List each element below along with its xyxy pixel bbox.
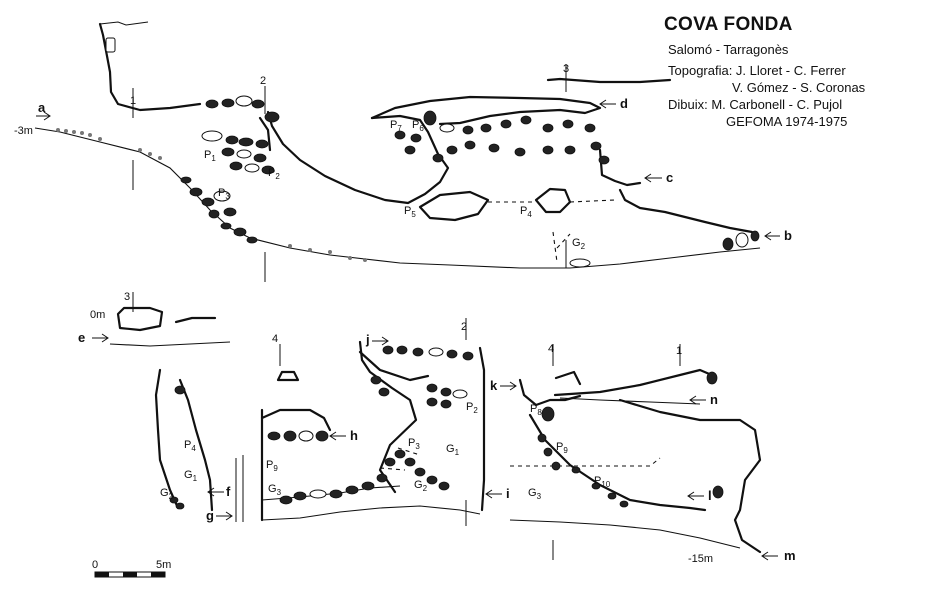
gallery-g3-left: G3 xyxy=(268,483,282,497)
gallery-g2-center: G2 xyxy=(414,479,428,493)
topography-credit-1: Topografia: J. Lloret - C. Ferrer xyxy=(668,63,846,78)
station-4-lower-right: 4 xyxy=(548,343,554,355)
boulder-cluster-upper xyxy=(180,95,760,268)
depth-minus3: -3m xyxy=(14,125,33,137)
section-label-i: i xyxy=(506,486,510,501)
section-label-a: a xyxy=(38,100,46,115)
station-1-lower: 1 xyxy=(676,345,682,357)
gallery-g1-center: G1 xyxy=(446,443,460,457)
section-label-b: b xyxy=(784,228,792,243)
scale-bar: 0 5m xyxy=(92,559,171,578)
section-label-h: h xyxy=(350,428,358,443)
station-3-lower: 3 xyxy=(124,291,130,303)
rubble-dots-upper xyxy=(56,128,367,262)
station-3-upper: 3 xyxy=(563,63,569,75)
section-label-f: f xyxy=(226,484,231,499)
section-label-d: d xyxy=(620,96,628,111)
section-label-n: n xyxy=(710,392,718,407)
pit-p10: P10 xyxy=(594,475,611,489)
section-letter-labels: a b c d e f g h i j k l m n xyxy=(38,96,796,563)
boulder-cluster-lower xyxy=(169,345,724,510)
pit-p7: P7 xyxy=(390,119,402,133)
section-label-c: c xyxy=(666,170,673,185)
depth-minus15: -15m xyxy=(688,553,713,565)
lower-plan-section xyxy=(92,292,778,561)
station-2-lower: 2 xyxy=(461,321,467,333)
pit-p2: P2 xyxy=(268,167,280,181)
section-label-l: l xyxy=(708,488,712,503)
scale-start-label: 0 xyxy=(92,559,98,571)
depth-labels: -3m 0m -15m xyxy=(14,125,713,565)
pit-p1: P1 xyxy=(204,149,216,163)
station-number-labels: 1 2 3 3 4 2 4 1 xyxy=(124,63,682,357)
gallery-g1-left: G1 xyxy=(184,469,198,483)
map-title: COVA FONDA xyxy=(664,14,793,35)
pit-p8: P8 xyxy=(530,403,542,417)
topography-credit-2: V. Gómez - S. Coronas xyxy=(732,80,866,95)
gallery-g3-right: G3 xyxy=(528,487,542,501)
pit-p4: P4 xyxy=(520,205,532,219)
gallery-g2-upper: G2 xyxy=(572,237,586,251)
pit-p5: P5 xyxy=(404,205,416,219)
location-label: Salomó - Tarragonès xyxy=(668,42,789,57)
pit-p2-lower: P2 xyxy=(466,401,478,415)
station-2-upper: 2 xyxy=(260,75,266,87)
pit-p9-left: P9 xyxy=(266,459,278,473)
pit-labels: P1 P2 P3 P4 P5 P6 P7 P4 P9 P2 P3 P8 P9 P… xyxy=(184,119,611,489)
station-1-upper: 1 xyxy=(130,95,136,107)
group-credit: GEFOMA 1974-1975 xyxy=(726,114,848,129)
depth-zero: 0m xyxy=(90,309,105,321)
section-label-j: j xyxy=(365,332,370,347)
section-label-k: k xyxy=(490,378,498,393)
section-label-g: g xyxy=(206,508,214,523)
station-4-lower-left: 4 xyxy=(272,333,278,345)
gallery-g2-left: G2 xyxy=(160,487,174,501)
drawing-credit: Dibuix: M. Carbonell - C. Pujol xyxy=(668,97,843,112)
section-label-e: e xyxy=(78,330,85,345)
gallery-labels: G2 G1 G2 G3 G1 G2 G3 xyxy=(160,237,586,501)
pit-p9-right: P9 xyxy=(556,441,568,455)
pit-p3: P3 xyxy=(218,187,230,201)
section-label-m: m xyxy=(784,548,796,563)
pit-p4-lower: P4 xyxy=(184,439,196,453)
pit-p3-lower: P3 xyxy=(408,437,420,451)
pit-p6: P6 xyxy=(412,119,424,133)
upper-profile-section xyxy=(34,21,780,282)
scale-end-label: 5m xyxy=(156,559,171,571)
